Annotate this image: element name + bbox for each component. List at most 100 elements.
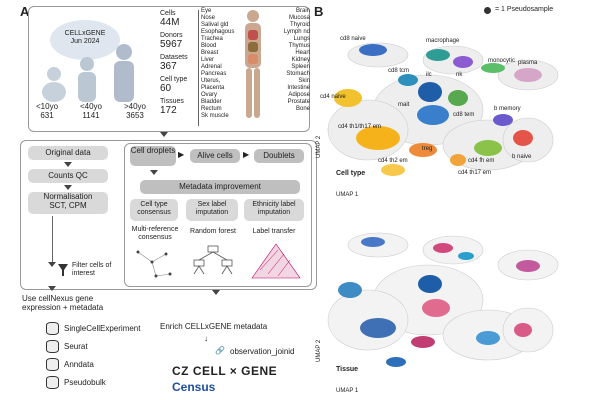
- tissue-item: Lungs: [293, 36, 310, 42]
- tissue-item: Nose: [201, 15, 216, 21]
- cluster-label: cd4 fh em: [468, 158, 495, 164]
- arrow-down-icon: [48, 286, 56, 291]
- funnel-icon: [58, 264, 68, 276]
- stat-label: Donors: [160, 32, 183, 39]
- stat-label: Tissues: [160, 98, 184, 105]
- format-label: SingleCellExperiment: [64, 324, 141, 333]
- method-title: Cell type consensus: [130, 199, 178, 221]
- stat-value: 44M: [160, 17, 180, 28]
- stat-value: 367: [160, 61, 177, 72]
- dataset-summary-frame: [28, 6, 310, 132]
- joinid-label: observation_joinid: [230, 347, 295, 356]
- metadata-improvement-box: Metadata improvement: [140, 180, 300, 194]
- network-graph-icon: [136, 250, 172, 278]
- tissue-item: Brain: [295, 8, 310, 14]
- method-title: Sex label imputation: [186, 199, 238, 221]
- tissue-item: Blood: [201, 43, 217, 49]
- tissue-item: Placenta: [201, 85, 225, 91]
- stat-label: Cell type: [160, 76, 188, 83]
- arrow-down-icon: [48, 262, 56, 267]
- tissue-item: Rectum: [201, 106, 222, 112]
- tissue-item: Bone: [295, 106, 310, 112]
- arrow-down-icon: [212, 290, 220, 295]
- age-count: 1141: [82, 111, 100, 120]
- database-icon: [46, 376, 59, 389]
- arrow-right-icon: ▶: [178, 150, 185, 159]
- tissue-item: Adrenal: [201, 64, 222, 70]
- arrow-down-icon: [64, 162, 72, 167]
- cluster-label: b naive: [512, 154, 532, 160]
- tissue-item: Prostate: [287, 99, 310, 105]
- cluster-label: ilc: [426, 72, 432, 78]
- tissue-item: Eye: [201, 8, 212, 14]
- enrich-label: Enrich CELLxGENE metadata: [160, 322, 268, 331]
- tissue-item: Uterus,: [201, 78, 221, 84]
- umap-top-title: Cell type: [336, 170, 366, 177]
- database-icon: [46, 358, 59, 371]
- pipeline-frame: [20, 140, 317, 290]
- legend-label: = 1 Pseudosample: [495, 6, 554, 13]
- format-label: Seurat: [64, 342, 88, 351]
- tissue-item: Spleen: [291, 64, 310, 70]
- tissue-item: Kidney: [291, 57, 310, 63]
- arrow-right-icon: ▶: [243, 150, 250, 159]
- cluster-label: cd4 th17 em: [458, 170, 492, 176]
- divider: [198, 10, 199, 126]
- method-title: Ethnicity label imputation: [244, 199, 304, 221]
- method-desc: Label transfer: [252, 228, 296, 235]
- cluster-label: cd4 th1/th17 em: [338, 124, 382, 130]
- tissue-item: Sk muscle: [201, 113, 229, 119]
- doublets-box: Doublets: [254, 149, 304, 163]
- arrow-down-icon: [160, 132, 168, 137]
- cluster-label: cd8 tcm: [388, 68, 410, 74]
- tissue-item: Ovary: [201, 92, 218, 98]
- cellxgene-date: Jun 2024: [70, 38, 100, 45]
- census-brand: CZ CELL × GENE: [172, 364, 278, 378]
- stat-value: 60: [160, 83, 172, 94]
- filter-frame: [124, 143, 312, 287]
- original-data-box: Original data: [28, 146, 108, 160]
- cluster-label: cd8 tem: [453, 112, 475, 118]
- format-label: Anndata: [64, 360, 94, 369]
- umap-y-axis-label: UMAP 2: [316, 339, 322, 362]
- age-count: 631: [40, 111, 54, 120]
- age-label: >40yo: [123, 102, 146, 111]
- decision-tree-icon: [193, 245, 233, 275]
- connector-line: [52, 216, 53, 262]
- pseudosample-dot-icon: [484, 6, 491, 14]
- cellxgene-bubble: CELLxGENE Jun 2024: [50, 20, 120, 60]
- tissue-item: Mucosa: [288, 15, 310, 21]
- alive-cells-box: Alive cells: [190, 149, 240, 163]
- cell-droplets-box: Cell droplets: [130, 146, 176, 166]
- tissue-item: Thyroid: [289, 22, 310, 28]
- tissue-item: Heart: [295, 50, 310, 56]
- age-count: 3653: [126, 111, 144, 120]
- format-item: Anndata: [46, 358, 146, 371]
- tissue-item: Adipose: [288, 92, 310, 98]
- tissue-item: Salival gld: [201, 22, 229, 28]
- method-desc: Multi-reference consensus: [131, 226, 179, 241]
- stat-value: 172: [160, 105, 177, 116]
- cluster-label: monocytic: [488, 58, 516, 64]
- arrow-down-icon: ↓: [204, 334, 208, 343]
- tissue-item: Trachea: [201, 36, 223, 42]
- cluster-label: plasma: [518, 60, 538, 66]
- normalisation-box: Normalisation SCT, CPM: [28, 192, 108, 214]
- tissue-item: Skin: [298, 78, 310, 84]
- umap-x-axis-label: UMAP 1: [336, 388, 359, 394]
- anatomy-icon: [245, 10, 261, 118]
- format-label: Pseudobulk: [64, 378, 106, 387]
- umap-celltype: cd8 naive macrophage monocytic plasma cd…: [318, 20, 588, 200]
- format-item: Seurat: [46, 340, 146, 353]
- umap-tissue: [318, 210, 588, 390]
- census-title: Census: [172, 380, 216, 394]
- panel-a-label: A: [20, 4, 30, 19]
- tissue-item: Lymph nd: [283, 29, 310, 35]
- arrow-down-icon: [64, 185, 72, 190]
- cellxgene-name: CELLxGENE: [64, 30, 106, 37]
- database-icon: [46, 322, 59, 335]
- format-item: SingleCellExperiment: [46, 322, 146, 335]
- link-icon: 🔗: [215, 346, 225, 355]
- cluster-label: b memory: [494, 106, 521, 112]
